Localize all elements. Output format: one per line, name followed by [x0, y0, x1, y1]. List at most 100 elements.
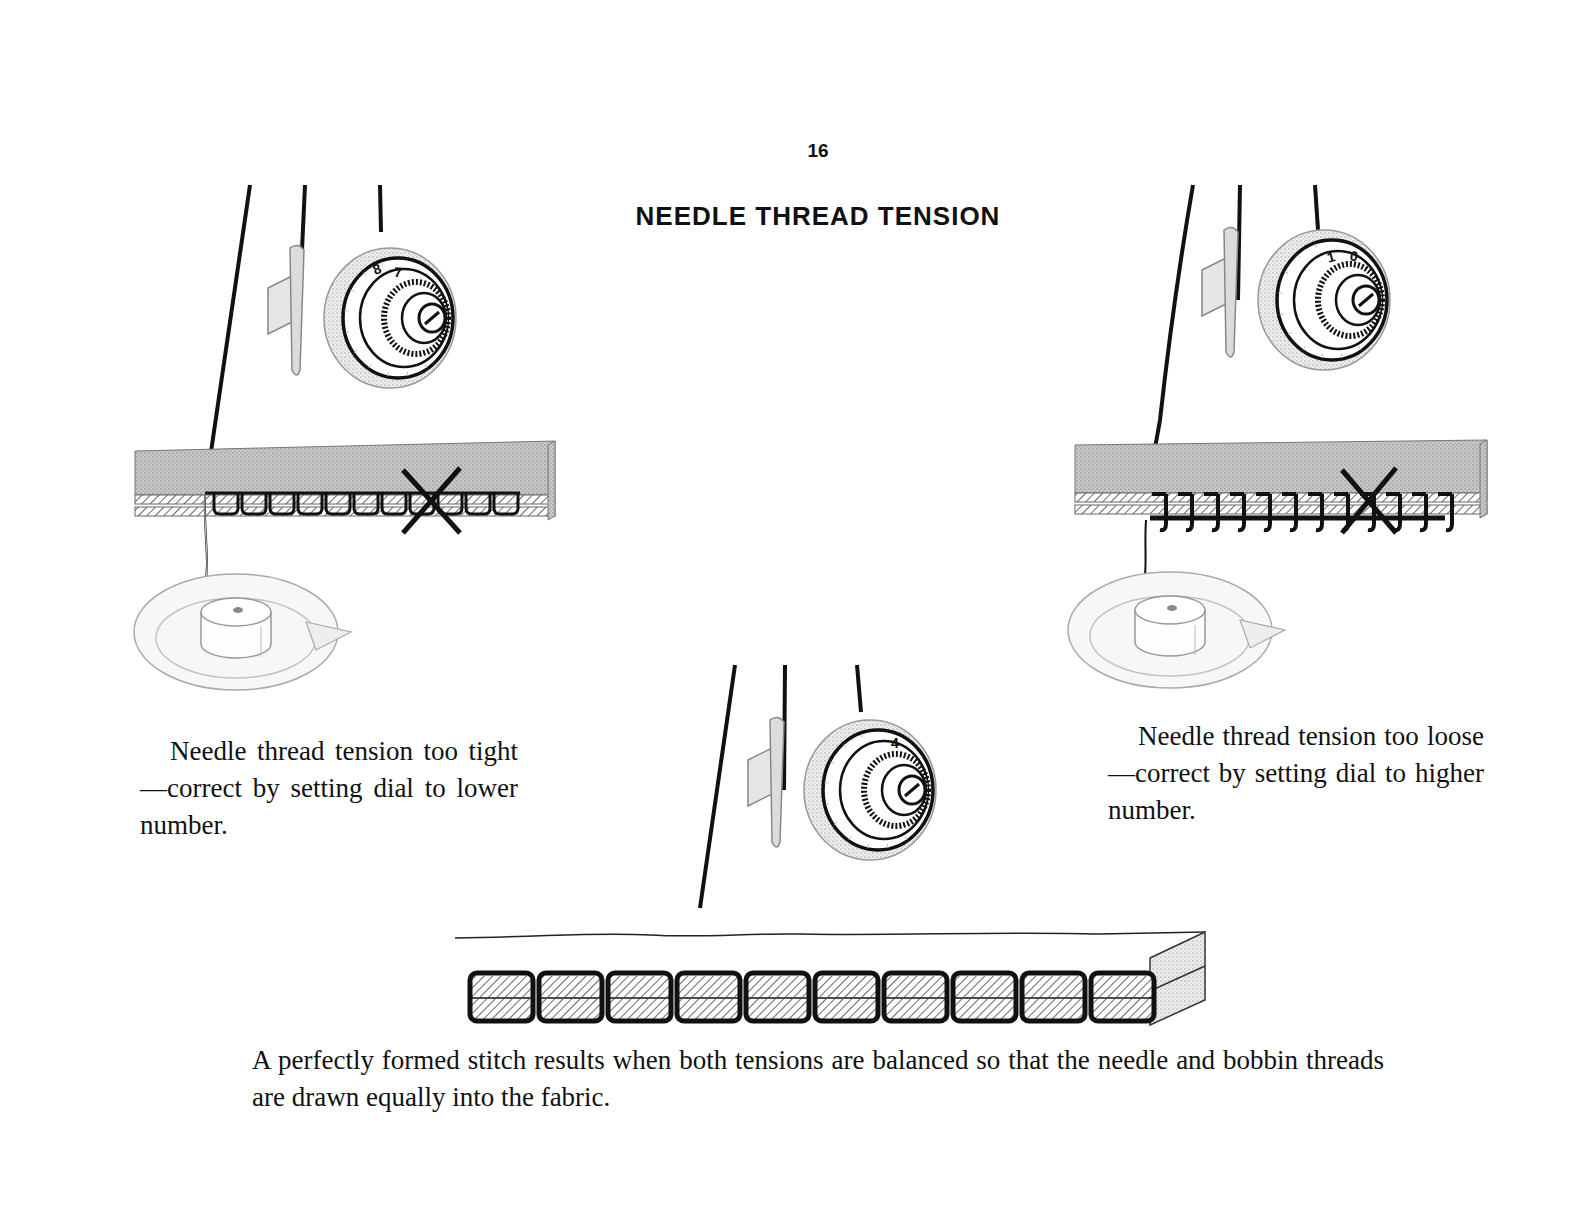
dial-knurl — [864, 754, 928, 826]
dial-tick — [867, 844, 869, 848]
caption: A perfectly formed stitch results when b… — [252, 1042, 1384, 1116]
stitch — [953, 973, 1016, 1021]
dial-tick — [831, 762, 835, 764]
dial-tick — [844, 745, 847, 748]
fabric-ply — [539, 999, 602, 1019]
dial-number: 7 — [390, 264, 405, 279]
dial-knob — [882, 765, 926, 815]
bobbin-latch — [1240, 620, 1285, 648]
dial-tick — [407, 372, 409, 376]
dial-tick — [834, 822, 837, 824]
thread — [380, 185, 381, 232]
bobbin — [261, 627, 262, 657]
dial-tick — [887, 844, 889, 848]
dial-tick — [849, 836, 851, 839]
stitch — [677, 973, 740, 1021]
ply-line — [884, 997, 947, 999]
stitch — [470, 973, 533, 1021]
dial-tick — [905, 836, 907, 839]
dial-screw — [899, 776, 925, 804]
dial-tick — [351, 290, 355, 292]
fabric-ply — [953, 976, 1016, 997]
bobbin — [201, 598, 271, 626]
ply-line — [1091, 997, 1154, 999]
fabric-ply — [470, 976, 533, 997]
fabric-ply — [815, 999, 878, 1019]
fabric — [1075, 440, 1487, 493]
needle-thread — [205, 492, 520, 495]
check-spring — [770, 717, 784, 847]
dial-tick — [1285, 272, 1289, 274]
bobbin-case — [1068, 572, 1272, 688]
dial-tick — [1359, 346, 1361, 349]
tight-panel — [134, 185, 555, 690]
bobbin-hole — [1167, 605, 1177, 611]
thread — [857, 665, 861, 712]
dial-number: 0 — [1346, 248, 1362, 264]
bobbin-thread — [205, 495, 207, 585]
fabric-ply — [1022, 976, 1085, 997]
dial-tick — [1341, 354, 1343, 358]
screw-slot — [425, 312, 439, 324]
dial-tick — [387, 372, 389, 376]
ply-line — [1022, 997, 1085, 999]
fabric-edge — [1150, 932, 1205, 1025]
dial-number: 4 — [888, 736, 902, 750]
fabric-ply — [815, 976, 878, 997]
screw-slot — [1359, 294, 1373, 306]
balanced-panel — [455, 665, 1205, 1025]
dial-base — [804, 720, 936, 860]
dial-screw — [1353, 286, 1379, 314]
fabric-edge — [1480, 440, 1487, 518]
fabric-ply — [608, 999, 671, 1019]
dial-knurl — [1318, 264, 1382, 336]
stitch — [608, 973, 671, 1021]
fabric-ply — [884, 999, 947, 1019]
ply-line — [953, 997, 1016, 999]
stitch — [815, 973, 878, 1021]
stitch — [1091, 973, 1154, 1021]
fabric-ply — [746, 976, 809, 997]
note-text: Needle thread tension too tight—correct … — [140, 733, 518, 844]
dial-knob — [402, 293, 446, 343]
ply-line — [746, 997, 809, 999]
dial-tick — [1278, 292, 1282, 294]
bobbin-case — [1090, 596, 1250, 676]
fabric — [135, 441, 555, 495]
dial-tick — [1298, 255, 1301, 258]
bobbin — [1195, 625, 1196, 655]
dial-ring — [1277, 240, 1387, 360]
fabric-ply — [608, 976, 671, 997]
dial-knob — [1336, 275, 1380, 325]
fabric-ply — [677, 976, 740, 997]
stitch — [884, 973, 947, 1021]
stitch — [746, 973, 809, 1021]
bobbin — [1135, 596, 1205, 624]
dial-tick — [1280, 313, 1284, 315]
ply-line — [677, 997, 740, 999]
dial-tick — [369, 364, 371, 367]
ply-line — [470, 997, 533, 999]
dial-tick — [344, 310, 348, 312]
stitches — [214, 494, 518, 514]
fabric-ply — [1091, 976, 1154, 997]
dial-ring — [840, 741, 928, 839]
page-number: 16 — [768, 140, 868, 162]
fabric-ply — [1091, 999, 1154, 1019]
fabric-ply — [746, 999, 809, 1019]
fabric-ply — [539, 976, 602, 997]
thread — [1315, 185, 1318, 230]
dial-base — [1258, 230, 1390, 370]
error-mark — [1342, 468, 1396, 533]
fabric-ply — [135, 495, 555, 504]
fabric-ply — [1022, 999, 1085, 1019]
check-spring — [1224, 227, 1238, 357]
bobbin-case — [134, 574, 338, 690]
check-spring — [290, 245, 304, 375]
dial-tick — [826, 803, 830, 805]
fabric-ply — [884, 976, 947, 997]
dial-tick — [1288, 332, 1291, 334]
stitch — [1022, 973, 1085, 1021]
bobbin-latch — [306, 622, 351, 650]
bobbin-case — [156, 598, 316, 678]
